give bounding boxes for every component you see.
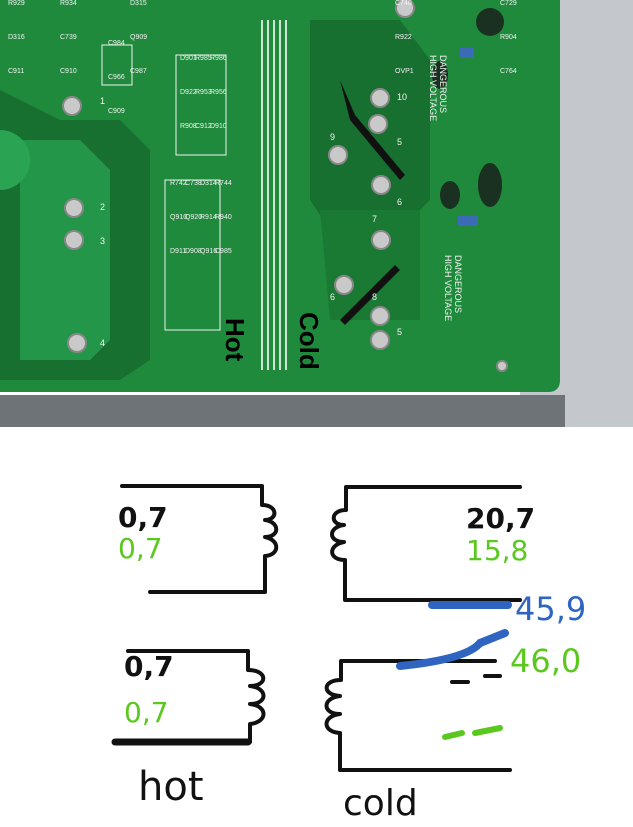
cold-side-label: cold (343, 783, 418, 824)
component-ref: R934 (60, 0, 77, 7)
winding-top-right (330, 485, 522, 602)
component-ref: Q910 (170, 214, 187, 221)
pads (62, 0, 508, 372)
pin-number: 6 (330, 292, 335, 302)
component-ref: R922 (395, 34, 412, 41)
pin-number: 3 (100, 236, 105, 246)
hand-drawn-diagram: 0,7 0,7 20,7 15,8 45,9 46,0 0,7 0,7 hot … (111, 484, 586, 824)
pin-number: 5 (397, 327, 402, 337)
component-ref: R986 (210, 55, 227, 62)
component-ref: D910 (210, 123, 227, 130)
top-right-green-value: 15,8 (466, 534, 528, 567)
warning-label: DANGEROUS (453, 255, 463, 313)
component-ref: C764 (500, 68, 517, 75)
blue-value: 45,9 (515, 590, 586, 628)
component-ref: R744 (215, 180, 232, 187)
component-ref: Q920 (185, 214, 202, 221)
winding-bottom-left (113, 649, 266, 744)
component-ref: Q916 (200, 248, 217, 255)
component-ref: C911 (8, 68, 24, 75)
component-ref: C729 (500, 0, 517, 7)
pin-number: 5 (397, 137, 402, 147)
pin-number: 2 (100, 202, 105, 212)
component-ref: D908 (185, 248, 202, 255)
pin-number: 1 (100, 96, 105, 106)
winding-bottom-right (324, 659, 512, 772)
component-ref: R742 (170, 180, 187, 187)
cold-label: Cold (294, 312, 324, 370)
isolation-barrier (261, 20, 287, 370)
component-ref: R904 (500, 34, 517, 41)
component-ref: R914 (200, 214, 217, 221)
pin-number: 10 (397, 92, 407, 102)
hot-side-label: hot (138, 764, 204, 810)
component-ref: C738 (185, 180, 202, 187)
component-ref: D316 (8, 34, 25, 41)
component-ref: D315 (130, 0, 147, 7)
component-ref: C909 (108, 108, 125, 115)
burn-marks (432, 8, 504, 209)
component-ref: C984 (108, 40, 125, 47)
component-ref: C910 (60, 68, 77, 75)
component-ref: C985 (215, 248, 232, 255)
warning-label: DANGEROUS (438, 55, 448, 113)
component-ref: OVP1 (395, 68, 414, 75)
warning-label: HIGH VOLTAGE (443, 255, 453, 321)
copper-pour (20, 140, 110, 360)
bottom-left-green-value: 0,7 (124, 696, 169, 729)
pin-number: 8 (372, 292, 377, 302)
component-ref: C740 (395, 0, 412, 7)
component-ref: R956 (210, 89, 227, 96)
top-right-black-value: 20,7 (466, 502, 535, 535)
background-surface (0, 395, 565, 427)
warning-label: HIGH VOLTAGE (428, 55, 438, 121)
component-ref: D911 (170, 248, 186, 255)
component-ref: C739 (60, 34, 77, 41)
component-ref: R985 (195, 55, 212, 62)
component-ref: D901 (180, 55, 197, 62)
pin-number: 6 (397, 197, 402, 207)
pin-number: 7 (372, 214, 377, 224)
blue-stroke (396, 629, 509, 670)
component-ref: C912 (195, 123, 212, 130)
dash-mark (450, 674, 502, 684)
winding-top-left (120, 484, 279, 594)
component-ref: C987 (130, 68, 147, 75)
pin-number: 9 (330, 132, 335, 142)
pin-number: 4 (100, 338, 105, 348)
pcb-photo: DANGEROUS HIGH VOLTAGE DANGEROUS HIGH VO… (0, 0, 633, 427)
top-left-black-value: 0,7 (118, 501, 168, 534)
component-ref: Q909 (130, 34, 147, 41)
component-ref: D314 (200, 180, 217, 187)
hot-label: Hot (220, 318, 250, 362)
bottom-left-black-value: 0,7 (124, 650, 174, 683)
component-ref: R953 (195, 89, 212, 96)
component-ref: R908 (180, 123, 197, 130)
green-value: 46,0 (510, 642, 581, 680)
top-left-green-value: 0,7 (118, 532, 163, 565)
component-ref: R940 (215, 214, 232, 221)
component-ref: R929 (8, 0, 25, 7)
green-dash-mark (442, 725, 503, 740)
component-ref: C966 (108, 74, 125, 81)
component-ref: D922 (180, 89, 197, 96)
